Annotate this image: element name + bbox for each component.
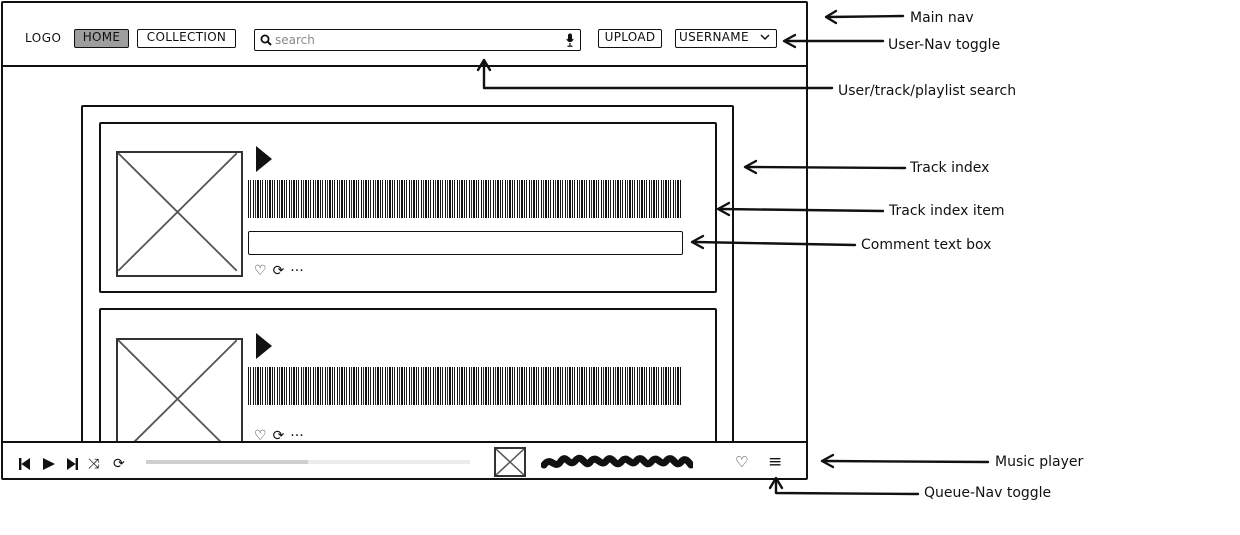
shuffle-icon[interactable]: ⤨ xyxy=(88,456,100,472)
progress-bar[interactable] xyxy=(146,460,470,464)
repost-icon[interactable]: ⟳ xyxy=(272,428,285,444)
skip-next-icon[interactable] xyxy=(67,458,78,470)
collection-button[interactable]: COLLECTION xyxy=(137,29,236,48)
annotation-user-nav-toggle: User-Nav toggle xyxy=(888,37,1001,53)
search-input[interactable] xyxy=(275,32,565,47)
track-index-item[interactable]: ♡ ⟳ ··· xyxy=(99,122,717,293)
comment-text-box[interactable] xyxy=(248,231,683,255)
annotation-search: User/track/playlist search xyxy=(838,83,1017,99)
now-playing-artwork[interactable] xyxy=(494,447,526,477)
search-bar[interactable] xyxy=(254,29,581,51)
waveform[interactable] xyxy=(248,180,681,218)
heart-icon[interactable]: ♡ xyxy=(254,428,267,444)
more-icon[interactable]: ··· xyxy=(290,263,304,279)
play-icon[interactable] xyxy=(43,458,55,470)
annotation-main-nav: Main nav xyxy=(910,10,974,26)
heart-icon[interactable]: ♡ xyxy=(735,453,749,471)
annotation-track-index-item: Track index item xyxy=(889,203,1005,219)
annotation-comment-text-box: Comment text box xyxy=(861,237,992,253)
repeat-icon[interactable]: ⟳ xyxy=(113,456,125,472)
music-player: ⤨ ⟳ ♡ ≡ xyxy=(3,441,806,478)
track-artwork-placeholder[interactable] xyxy=(116,151,243,277)
waveform[interactable] xyxy=(248,367,681,405)
skip-previous-icon[interactable] xyxy=(19,458,30,470)
more-icon[interactable]: ··· xyxy=(290,428,304,444)
play-icon[interactable] xyxy=(256,146,272,172)
home-button[interactable]: HOME xyxy=(74,29,129,48)
logo[interactable]: LOGO xyxy=(25,31,62,45)
app-window: LOGO HOME COLLECTION UPLOAD USERNAME xyxy=(1,1,808,480)
annotation-queue-nav-toggle: Queue-Nav toggle xyxy=(924,485,1052,501)
upload-button[interactable]: UPLOAD xyxy=(598,29,662,48)
chevron-down-icon xyxy=(760,34,770,41)
annotation-music-player: Music player xyxy=(995,454,1084,470)
heart-icon[interactable]: ♡ xyxy=(254,263,267,279)
username-label: USERNAME xyxy=(679,30,749,44)
repost-icon[interactable]: ⟳ xyxy=(272,263,285,279)
play-icon[interactable] xyxy=(256,333,272,359)
annotation-track-index: Track index xyxy=(910,160,990,176)
main-nav: LOGO HOME COLLECTION UPLOAD USERNAME xyxy=(3,3,806,67)
track-actions: ♡ ⟳ ··· xyxy=(254,262,310,280)
queue-nav-toggle[interactable]: ≡ xyxy=(768,452,782,472)
menu-icon: ≡ xyxy=(768,452,783,472)
track-actions: ♡ ⟳ ··· xyxy=(254,427,310,445)
user-nav-toggle[interactable]: USERNAME xyxy=(675,29,777,48)
progress-fill xyxy=(146,460,308,464)
now-playing-title-scribble xyxy=(541,454,693,469)
search-icon xyxy=(260,34,272,46)
microphone-icon[interactable] xyxy=(566,33,574,47)
